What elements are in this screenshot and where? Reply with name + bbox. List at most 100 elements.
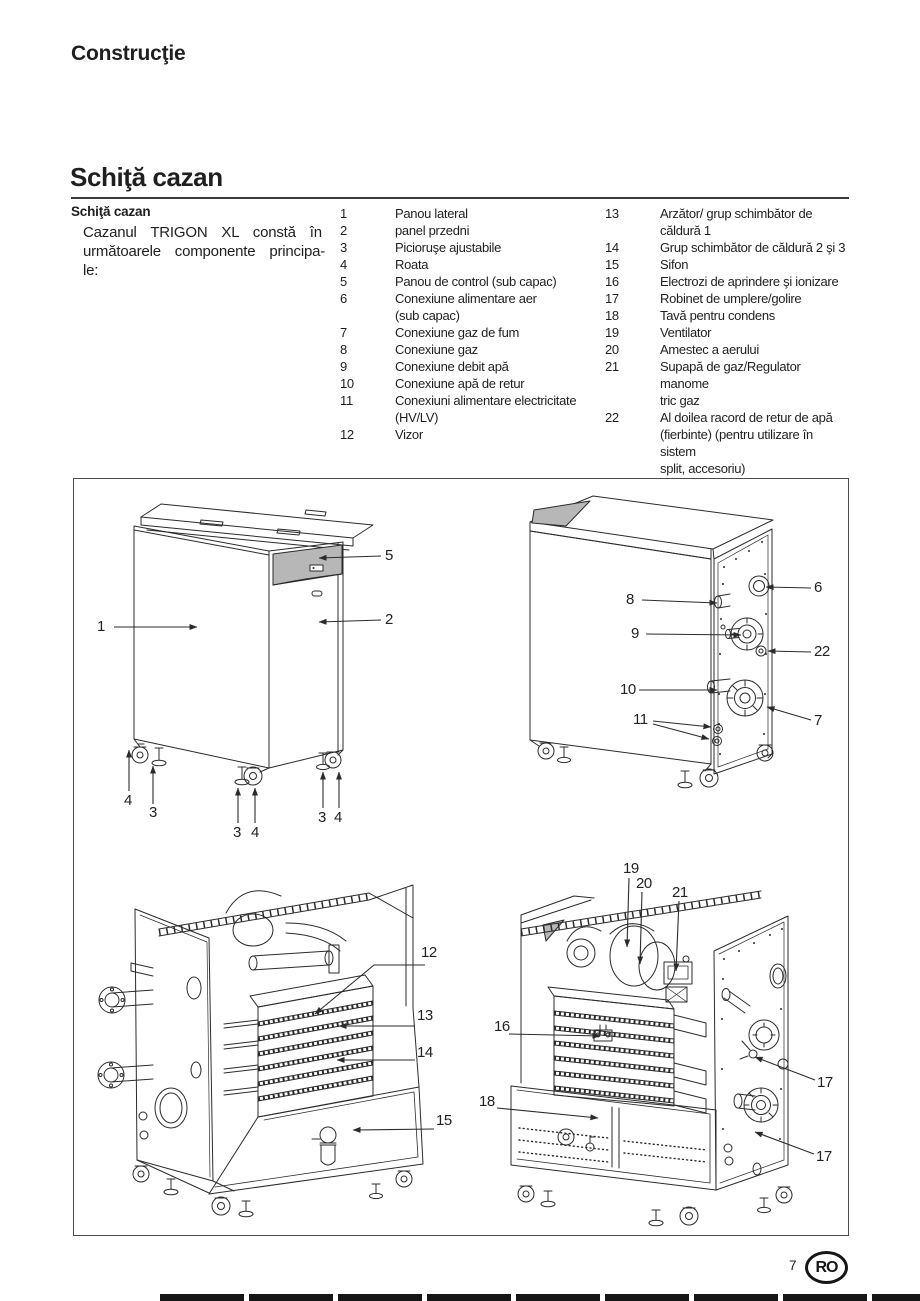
boiler-diagrams <box>97 495 816 1227</box>
callout-6: 6 <box>814 579 822 596</box>
part-number: 7 <box>340 325 347 340</box>
part-number: 19 <box>605 325 619 340</box>
list-item: 13 Arzător/ grup schimbător de căldură 1 <box>605 205 850 239</box>
part-label: Robinet de umplere/golire <box>660 291 802 306</box>
part-label: Conexiune gaz de fum <box>395 325 520 340</box>
part-label: Electrozi de aprindere şi ionizare <box>660 274 839 289</box>
callout-4b: 4 <box>251 824 259 841</box>
list-item: 11 Conexiuni alimentare electricitate (HV… <box>340 392 592 426</box>
list-item: 15 Sifon <box>605 256 850 273</box>
part-number: 8 <box>340 342 347 357</box>
part-number: 17 <box>605 291 619 306</box>
part-label: Supapă de gaz/Regulator manome tric gaz <box>660 359 801 408</box>
part-number: 1 <box>340 206 347 221</box>
callout-9: 9 <box>631 625 639 642</box>
part-number: 21 <box>605 359 619 374</box>
part-label: Vizor <box>395 427 423 442</box>
callout-1: 1 <box>97 618 105 635</box>
part-label: Tavă pentru condens <box>660 308 775 323</box>
part-label: Sifon <box>660 257 689 272</box>
part-label: Al doilea racord de retur de apă (fierbi… <box>660 410 833 476</box>
part-number: 22 <box>605 410 619 425</box>
part-number: 4 <box>340 257 347 272</box>
part-label: Grup schimbător de căldură 2 şi 3 <box>660 240 846 255</box>
part-label: Conexiune gaz <box>395 342 478 357</box>
callout-13: 13 <box>417 1007 433 1024</box>
intro-heading: Schiţă cazan <box>71 204 151 219</box>
parts-list-column-1: 1 Panou lateral 2 panel przedni 3 Picioruşe… <box>340 205 592 443</box>
callout-17a: 17 <box>817 1074 833 1091</box>
part-number: 13 <box>605 206 619 221</box>
part-number: 15 <box>605 257 619 272</box>
intro-column: Schiţă cazan Cazanul TRIGON XL constă în… <box>71 204 335 280</box>
part-label: Panou de control (sub capac) <box>395 274 557 289</box>
part-label: Conexiune debit apă <box>395 359 509 374</box>
page-number: 7 <box>789 1258 797 1273</box>
list-item: 2 panel przedni <box>340 222 592 239</box>
part-number: 9 <box>340 359 347 374</box>
callout-2: 2 <box>385 611 393 628</box>
part-label: Arzător/ grup schimbător de căldură 1 <box>660 206 813 238</box>
part-number: 16 <box>605 274 619 289</box>
scan-edge-strip <box>160 1294 920 1301</box>
list-item: 21 Supapă de gaz/Regulator manome tric ga… <box>605 358 850 409</box>
list-item: 3 Picioruşe ajustabile <box>340 239 592 256</box>
section-title: Schiţă cazan <box>70 162 223 192</box>
part-number: 18 <box>605 308 619 323</box>
callout-11: 11 <box>633 711 648 728</box>
boiler-front-view-drawing <box>131 503 374 786</box>
section-rule <box>71 197 849 199</box>
part-number: 6 <box>340 291 347 306</box>
list-item: 1 Panou lateral <box>340 205 592 222</box>
boiler-internal-front-drawing <box>97 884 424 1218</box>
boiler-internal-rear-drawing <box>510 890 793 1227</box>
boiler-figure-box: 1 5 2 4 3 3 4 3 4 8 9 10 11 6 22 7 12 13… <box>73 478 849 1236</box>
part-label: Conexiuni alimentare electricitate (HV/L… <box>395 393 577 425</box>
list-item: 9 Conexiune debit apă <box>340 358 592 375</box>
callout-10: 10 <box>620 681 636 698</box>
part-label: Conexiune apă de retur <box>395 376 525 391</box>
callout-3b: 3 <box>233 824 241 841</box>
callout-16: 16 <box>494 1018 510 1035</box>
rear-view-callout-arrows <box>639 584 812 740</box>
part-number: 20 <box>605 342 619 357</box>
callout-8: 8 <box>626 591 634 608</box>
callout-12: 12 <box>421 944 437 961</box>
front-view-callout-arrows <box>114 554 382 823</box>
internal-front-callout-arrows <box>314 964 435 1133</box>
callout-4a: 4 <box>124 792 132 809</box>
callout-22: 22 <box>814 643 830 660</box>
callout-19: 19 <box>623 860 639 877</box>
intro-paragraph: Cazanul TRIGON XL constă în următoarele … <box>83 224 326 279</box>
callout-7: 7 <box>814 712 822 729</box>
list-item: 16 Electrozi de aprindere şi ionizare <box>605 273 850 290</box>
part-label: Ventilator <box>660 325 712 340</box>
page-title: Construcţie <box>71 42 186 65</box>
country-badge: RO <box>805 1251 848 1284</box>
callout-5: 5 <box>385 547 393 564</box>
part-label: panel przedni <box>395 223 470 238</box>
part-number: 14 <box>605 240 619 255</box>
part-number: 11 <box>340 393 353 408</box>
part-label: Panou lateral <box>395 206 468 221</box>
part-number: 2 <box>340 223 347 238</box>
callout-15: 15 <box>436 1112 452 1129</box>
list-item: 7 Conexiune gaz de fum <box>340 324 592 341</box>
callout-21: 21 <box>672 884 688 901</box>
list-item: 8 Conexiune gaz <box>340 341 592 358</box>
list-item: 14 Grup schimbător de căldură 2 şi 3 <box>605 239 850 256</box>
callout-14: 14 <box>417 1044 433 1061</box>
list-item: 18 Tavă pentru condens <box>605 307 850 324</box>
part-number: 3 <box>340 240 347 255</box>
callout-3c: 3 <box>318 809 326 826</box>
boiler-rear-view-drawing <box>529 495 774 789</box>
list-item: 22 Al doilea racord de retur de apă (fier… <box>605 409 850 477</box>
part-label: Picioruşe ajustabile <box>395 240 502 255</box>
